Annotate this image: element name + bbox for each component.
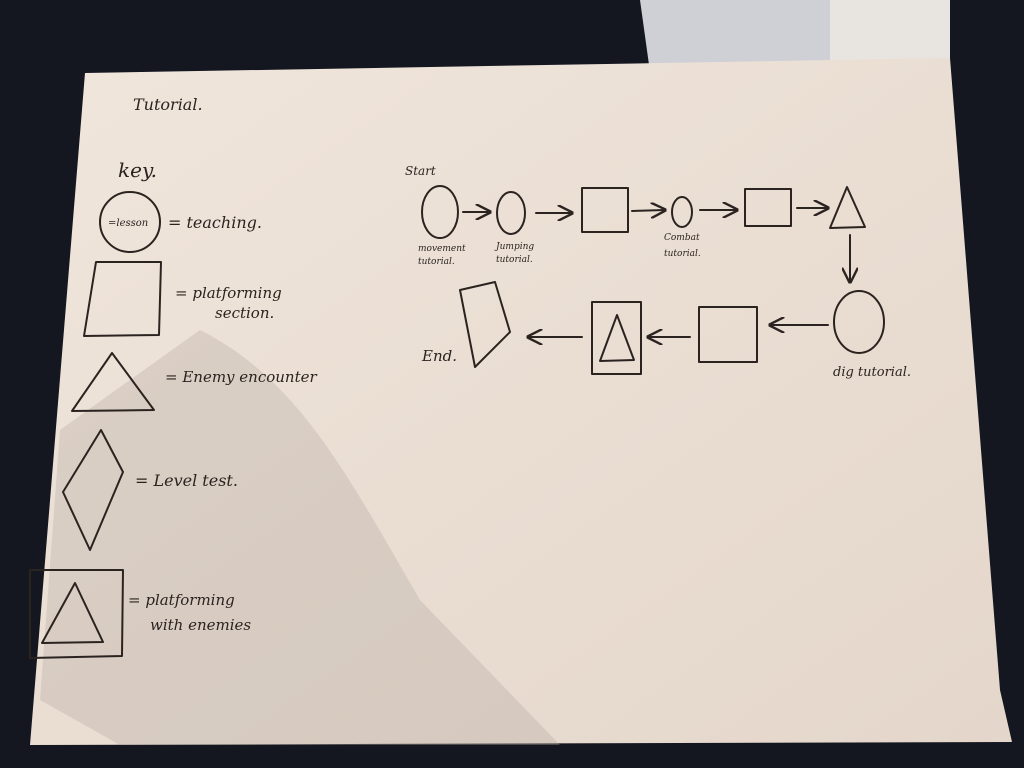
node-movement-tutorial (421, 185, 459, 239)
key-label-teaching: = teaching. (168, 213, 262, 232)
end-label: End. (421, 347, 457, 365)
key-label-enemy: = Enemy encounter (165, 368, 317, 386)
square-triangle-inner-icon (41, 582, 104, 644)
node-label: tutorial. (496, 255, 533, 265)
page-title: Tutorial. (133, 95, 203, 114)
node-platforming-enemies-triangle (599, 314, 635, 362)
start-label: Start (405, 164, 436, 178)
diamond-level-test-icon (62, 429, 124, 551)
key-label-level-test: = Level test. (135, 471, 238, 490)
background-object (830, 0, 950, 62)
triangle-enemy-icon (71, 352, 155, 412)
background-object (640, 0, 830, 72)
node-enemy-encounter (829, 186, 866, 229)
node-platforming-2 (744, 188, 792, 227)
circle-lesson-icon (99, 191, 161, 253)
hand-shadow (40, 330, 560, 745)
node-combat-tutorial (671, 196, 693, 228)
square-platforming-icon (83, 261, 162, 337)
square-triangle-icon (29, 569, 124, 659)
node-platforming-enemies (591, 301, 642, 375)
paper-sheet (30, 58, 1012, 745)
level-flow: Start movement tutorial. Jumping tutoria… (405, 164, 911, 380)
node-platforming-3 (698, 306, 758, 363)
key-label-platforming-2: section. (215, 304, 274, 322)
key-label-platforming-enemies-1: = platforming (128, 591, 235, 609)
arrow-icon (631, 210, 665, 211)
node-label: Combat (664, 233, 700, 243)
node-label: dig tutorial. (833, 365, 911, 380)
key-label-platforming-enemies-2: with enemies (150, 616, 251, 634)
node-dig-tutorial (833, 290, 885, 354)
node-level-test (459, 281, 511, 368)
node-platforming-1 (581, 187, 629, 233)
key-label-platforming-1: = platforming (175, 284, 282, 302)
key-legend: key. =lesson = teaching. = platforming s… (29, 158, 317, 659)
node-label: tutorial. (418, 257, 455, 267)
key-heading: key. (118, 158, 157, 182)
node-label: movement (418, 244, 466, 254)
node-label: tutorial. (664, 249, 701, 259)
key-circle-inner: =lesson (108, 218, 148, 229)
node-label: Jumping (494, 242, 534, 252)
node-jumping-tutorial (496, 191, 526, 235)
